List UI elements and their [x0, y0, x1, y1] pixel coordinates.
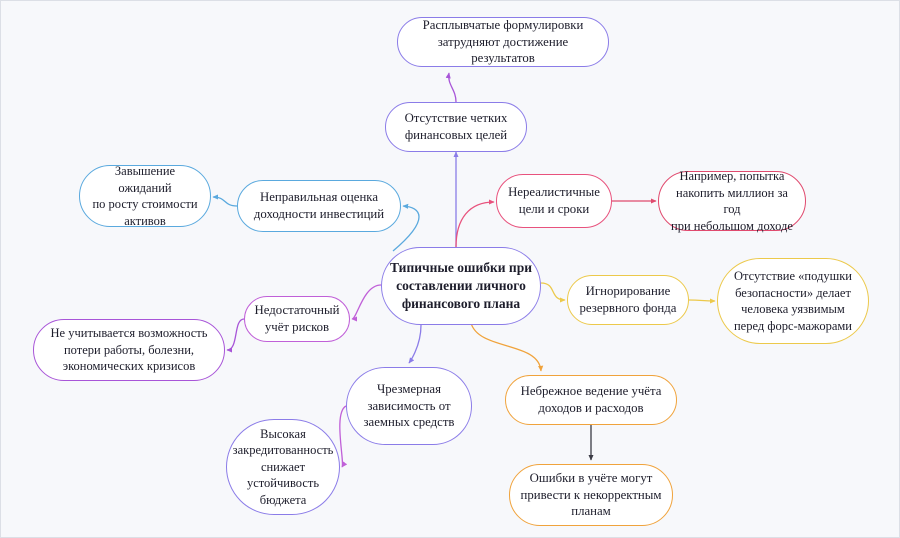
node-sloppy-accounting[interactable]: Небрежное ведение учёта доходов и расход…	[505, 375, 677, 425]
node-insufficient-risk[interactable]: Недостаточный учёт рисков	[244, 296, 350, 342]
node-accounting-errors-label: Ошибки в учёте могут привести к некоррек…	[520, 470, 662, 519]
node-vague-wording-label: Расплывчатые формулировки затрудняют дос…	[422, 17, 584, 66]
node-vague-wording[interactable]: Расплывчатые формулировки затрудняют дос…	[397, 17, 609, 67]
node-insufficient-risk-label: Недостаточный учёт рисков	[254, 303, 340, 334]
root-label: Типичные ошибки при составлении личного …	[390, 260, 532, 311]
edge-debt-to-credit	[339, 405, 348, 468]
root[interactable]: Типичные ошибки при составлении личного …	[381, 247, 541, 325]
node-no-clear-goals-label: Отсутствие четких финансовых целей	[404, 111, 508, 142]
node-wrong-yield-estimate-label: Неправильная оценка доходности инвестици…	[253, 190, 385, 221]
node-excessive-debt[interactable]: Чрезмерная зависимость от заемных средст…	[346, 367, 472, 445]
node-ignore-reserve-fund[interactable]: Игнорирование резервного фонда	[567, 275, 689, 325]
node-high-credit-load-label: Высокая закредитованность снижает устойч…	[232, 426, 334, 507]
node-no-safety-cushion-label: Отсутствие «подушки безопасности» делает…	[733, 269, 852, 333]
node-high-credit-load[interactable]: Высокая закредитованность снижает устойч…	[226, 419, 340, 515]
edge-root-to-unrealistic	[455, 199, 495, 248]
node-job-loss-illness[interactable]: Не учитывается возможность потери работы…	[33, 319, 225, 381]
edge-root-to-risks	[351, 284, 382, 322]
node-no-safety-cushion[interactable]: Отсутствие «подушки безопасности» делает…	[717, 258, 869, 344]
node-million-example[interactable]: Например, попытка накопить миллион за го…	[658, 169, 806, 233]
node-unrealistic-goals[interactable]: Нереалистичные цели и сроки	[496, 174, 612, 228]
node-overestimated-growth[interactable]: Завышение ожиданий по росту стоимости ак…	[79, 164, 211, 228]
edge-investments-to-growth	[212, 194, 238, 207]
edge-reserve-to-cushion	[688, 298, 716, 304]
node-accounting-errors[interactable]: Ошибки в учёте могут привести к некоррек…	[509, 464, 673, 526]
node-no-clear-goals[interactable]: Отсутствие четких финансовых целей	[385, 102, 527, 152]
edge-root-to-debt	[408, 324, 422, 364]
node-sloppy-accounting-label: Небрежное ведение учёта доходов и расход…	[520, 384, 662, 415]
node-ignore-reserve-fund-label: Игнорирование резервного фонда	[579, 284, 677, 315]
node-excessive-debt-label: Чрезмерная зависимость от заемных средст…	[363, 381, 455, 430]
edge-root-to-accounting	[470, 322, 544, 372]
node-unrealistic-goals-label: Нереалистичные цели и сроки	[508, 185, 600, 216]
edge-root-to-reserve	[540, 282, 566, 303]
node-overestimated-growth-label: Завышение ожиданий по росту стоимости ак…	[92, 164, 198, 228]
edge-risks-to-joblos	[226, 318, 245, 353]
node-wrong-yield-estimate[interactable]: Неправильная оценка доходности инвестици…	[237, 180, 401, 232]
node-job-loss-illness-label: Не учитывается возможность потери работы…	[50, 326, 208, 374]
node-million-example-label: Например, попытка накопить миллион за го…	[671, 169, 793, 233]
edge-goals-to-vague	[445, 72, 457, 103]
